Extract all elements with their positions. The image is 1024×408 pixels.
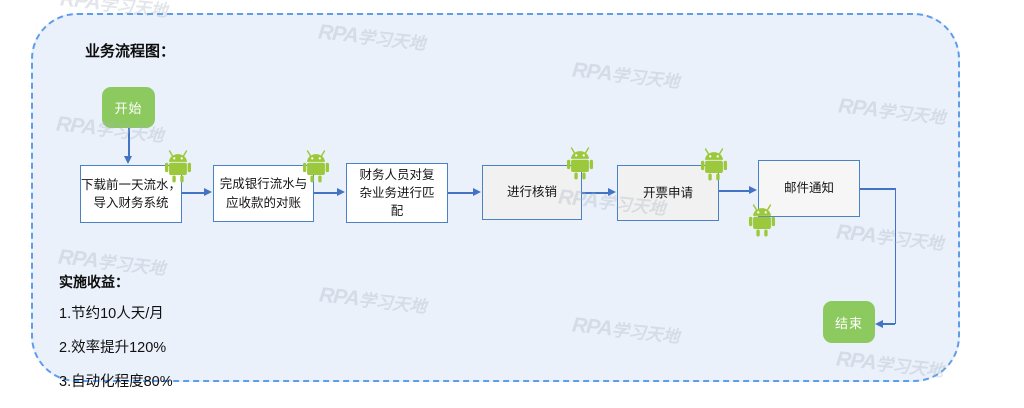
flow-step-label: 下载前一天流水， (81, 177, 182, 192)
flow-step-label: 应收款的对账 (225, 195, 301, 210)
arrowhead-right-icon (473, 188, 481, 196)
flow-step-label: 杂业务进行匹 (359, 185, 435, 200)
benefit-item: 1.节约10人天/月 (59, 306, 164, 322)
diagram-title: 业务流程图： (85, 43, 176, 60)
android-robot-icon (700, 148, 728, 182)
benefit-item: 3.自动化程度80% (59, 374, 173, 390)
arrowhead-right-icon (608, 188, 616, 196)
connector-6-end-vertical (894, 188, 897, 324)
connector-6-end-top (860, 188, 896, 190)
flow-step-label: 完成银行流水与 (219, 177, 308, 192)
flow-step-write-off: 进行核销 (482, 165, 582, 220)
start-node: 开始 (102, 87, 155, 128)
android-robot-icon (164, 150, 192, 184)
connector-1-2 (182, 192, 205, 194)
start-node-label: 开始 (114, 101, 143, 116)
flow-step-bank-reconciliation: 完成银行流水与 应收款的对账 (213, 165, 314, 222)
flow-step-label: 财务人员对复 (359, 167, 435, 182)
end-node-label: 结束 (834, 315, 863, 331)
flow-step-label: 开票申请 (642, 185, 693, 200)
arrowhead-down-icon (124, 156, 132, 164)
flow-step-label: 进行核销 (506, 185, 557, 200)
benefits-block: 实施收益： 1.节约10人天/月 2.效率提升120% 3.自动化程度80% (59, 272, 173, 404)
connector-6-end-bottom (883, 323, 895, 325)
arrowhead-right-icon (337, 188, 345, 196)
android-robot-icon (566, 147, 594, 181)
flow-step-email-notify: 邮件通知 (758, 160, 860, 217)
arrowhead-left-icon (875, 319, 883, 328)
flow-step-download-import: 下载前一天流水， 导入财务系统 (80, 165, 182, 223)
connector-5-6 (719, 190, 750, 192)
android-robot-icon (302, 150, 330, 184)
connector-3-4 (448, 192, 474, 194)
connector-4-5 (582, 192, 609, 194)
flow-step-manual-matching: 财务人员对复 杂业务进行匹 配 (346, 163, 448, 223)
arrowhead-right-icon (204, 188, 212, 196)
flow-step-label: 邮件通知 (783, 181, 834, 196)
connector-2-3 (314, 192, 338, 194)
arrowhead-right-icon (749, 186, 757, 194)
flow-step-label: 配 (390, 204, 404, 219)
end-node: 结束 (823, 301, 875, 343)
flow-step-invoice-request: 开票申请 (617, 165, 719, 221)
flow-step-label: 导入财务系统 (93, 196, 169, 210)
benefits-heading: 实施收益： (59, 274, 129, 290)
connector-start-down (128, 128, 130, 157)
android-robot-icon (748, 204, 776, 238)
benefit-item: 2.效率提升120% (59, 340, 167, 356)
